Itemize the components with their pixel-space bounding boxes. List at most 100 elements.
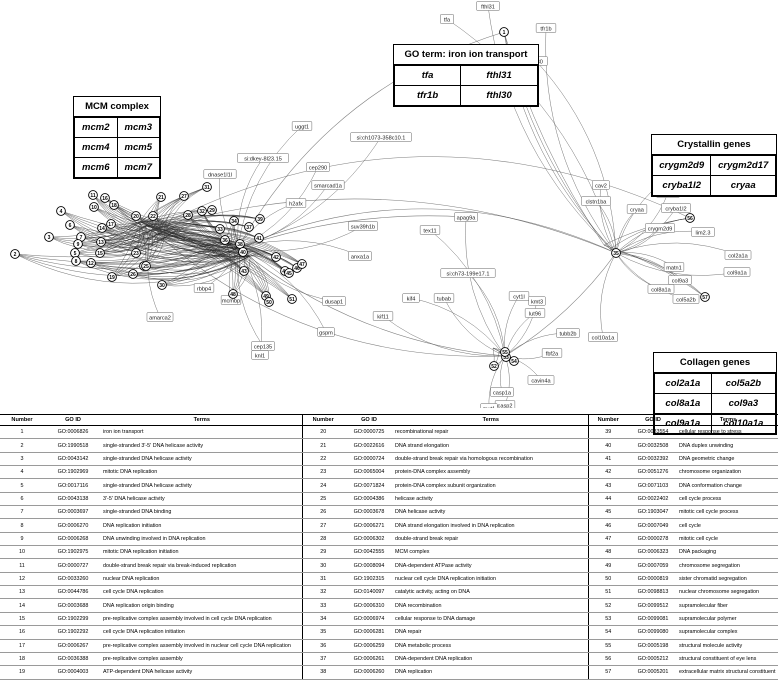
edge (75, 255, 251, 280)
go-id-cell: GO:0022616 (344, 438, 394, 453)
svg-text:1: 1 (503, 30, 506, 36)
term-name-cell: supramolecular complex (678, 625, 778, 640)
term-name-cell: DNA replication (394, 665, 589, 680)
svg-text:uggt1: uggt1 (295, 124, 309, 130)
svg-text:55: 55 (502, 350, 508, 356)
term-number-cell: 13 (0, 585, 44, 600)
go-id-cell: GO:0003697 (44, 505, 102, 520)
gene-label: col8a1a (647, 284, 675, 294)
go-id-cell: GO:0006281 (344, 625, 394, 640)
gene-label: matn1 (663, 262, 685, 272)
crystallin-box-title: Crystallin genes (652, 135, 776, 155)
edge (467, 272, 506, 357)
go-id-cell: GO:0006974 (344, 612, 394, 627)
gene-label: mut1 (480, 403, 498, 408)
edge (143, 255, 251, 275)
edge (410, 297, 506, 357)
svg-text:26: 26 (130, 272, 136, 278)
term-node: 23 (131, 248, 141, 258)
term-name-cell: cell cycle (678, 518, 778, 533)
iron-transport-box-title: GO term: iron ion transport (394, 45, 538, 65)
term-number-cell: 45 (588, 505, 628, 520)
term-number-cell: 42 (588, 465, 628, 480)
term-number-cell: 14 (0, 598, 44, 613)
header-number: Number (588, 414, 628, 426)
term-name-cell: DNA-dependent ATPase activity (394, 558, 589, 573)
term-node: 6 (65, 220, 75, 230)
term-number-cell: 34 (302, 612, 344, 627)
term-number-cell: 8 (0, 518, 44, 533)
svg-text:dnase1l1l: dnase1l1l (208, 172, 232, 178)
term-number-cell: 6 (0, 492, 44, 507)
term-number-cell: 51 (588, 585, 628, 600)
svg-text:18: 18 (111, 203, 117, 209)
term-node: 50 (264, 297, 274, 307)
term-number-cell: 15 (0, 612, 44, 627)
term-number-cell: 49 (588, 558, 628, 573)
term-node: 43 (239, 266, 249, 276)
term-node: 13 (96, 237, 106, 247)
edge (74, 237, 165, 258)
edge (504, 355, 510, 406)
svg-text:tubab: tubab (437, 296, 451, 302)
edge (157, 230, 303, 265)
edge (161, 247, 239, 286)
term-number-cell: 53 (588, 612, 628, 627)
edge (237, 157, 264, 249)
term-name-cell: double-strand break repair (394, 532, 589, 547)
go-terms-table: Number GO ID Terms Number GO ID Terms Nu… (0, 414, 778, 680)
term-node: 9 (73, 239, 83, 249)
gene-label: amarca2 (146, 312, 174, 322)
svg-text:tfa: tfa (444, 17, 451, 23)
svg-text:col5a2b: col5a2b (676, 297, 696, 303)
gene-label: dusap1 (322, 296, 346, 306)
svg-text:25: 25 (143, 264, 149, 270)
gene-label: kif11 (372, 311, 394, 321)
svg-text:8: 8 (75, 259, 78, 265)
svg-text:46: 46 (294, 266, 300, 272)
term-number-cell: 10 (0, 545, 44, 560)
svg-text:11: 11 (90, 193, 96, 199)
term-node: 54 (509, 356, 519, 366)
svg-text:tubb2b: tubb2b (559, 331, 576, 337)
term-name-cell: structural constituent of eye lens (678, 652, 778, 667)
go-id-cell: GO:0000724 (344, 452, 394, 467)
gene-label: rbbp4 (193, 283, 215, 293)
term-name-cell: pre-replicative complex assembly involve… (102, 612, 303, 627)
mcm-complex-box-title: MCM complex (74, 97, 160, 117)
svg-text:22: 22 (150, 214, 156, 220)
header-go-id: GO ID (44, 414, 102, 426)
gene-label: cryaa (626, 204, 648, 214)
term-number-cell: 32 (302, 585, 344, 600)
term-name-cell: single-stranded DNA binding (102, 505, 303, 520)
svg-text:50: 50 (266, 300, 272, 306)
go-id-cell: GO:0000819 (628, 572, 678, 587)
svg-text:53: 53 (503, 355, 509, 361)
term-node: 18 (109, 200, 119, 210)
term-number-cell: 31 (302, 572, 344, 587)
edge (163, 237, 267, 297)
term-number-cell: 57 (588, 665, 628, 680)
term-name-cell: DNA recombination (394, 598, 589, 613)
go-id-cell: GO:1902975 (44, 545, 102, 560)
gene-label: tex11 (419, 225, 441, 235)
svg-text:cep135: cep135 (254, 344, 272, 350)
svg-text:gspm: gspm (319, 330, 333, 336)
svg-text:57: 57 (702, 295, 708, 301)
go-id-cell: GO:0071824 (344, 478, 394, 493)
edge (595, 200, 617, 254)
svg-text:kif11: kif11 (377, 314, 388, 320)
term-node: 40 (238, 247, 248, 257)
svg-text:casp1a: casp1a (493, 390, 512, 396)
